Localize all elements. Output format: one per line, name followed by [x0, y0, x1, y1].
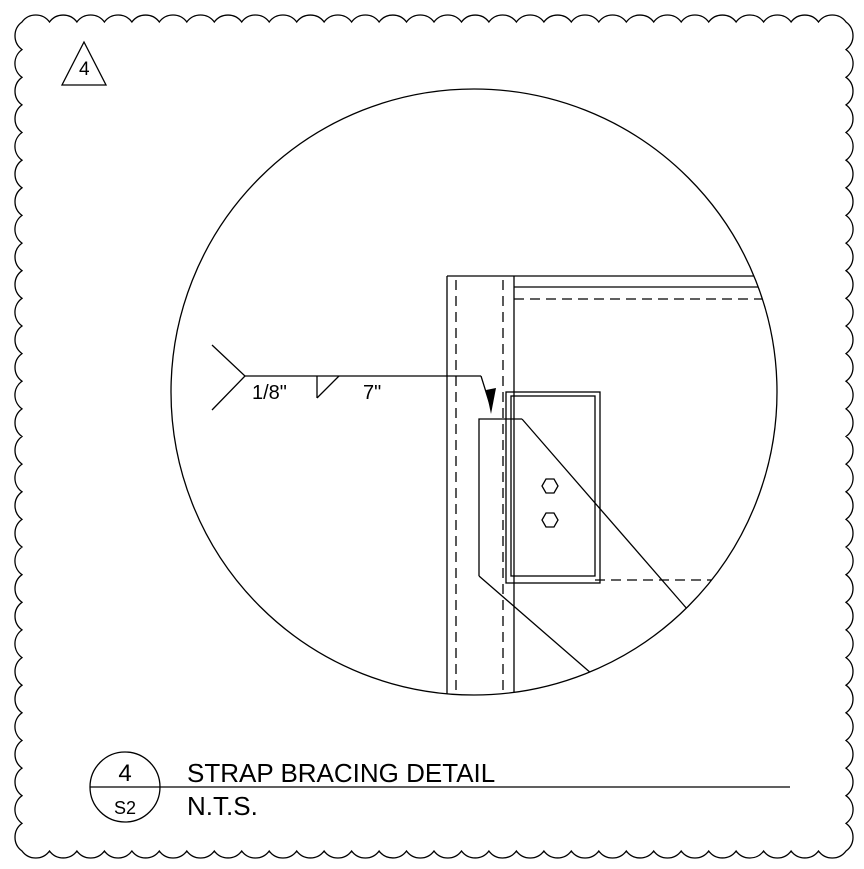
detail-number: 4	[118, 760, 131, 787]
weld-length: 7"	[363, 382, 381, 404]
bolt-hex-icon	[541, 512, 559, 528]
weld-size: 1/8"	[252, 382, 287, 404]
scale-note: N.T.S.	[187, 791, 258, 821]
framing-detail	[446, 275, 777, 695]
bolt-hex-icon	[541, 478, 559, 494]
strap	[478, 418, 689, 675]
detail-circle	[170, 88, 778, 696]
revision-number: 4	[79, 59, 90, 80]
detail-title: STRAP BRACING DETAIL	[187, 758, 495, 788]
revision-triangle: 4	[60, 40, 108, 86]
sheet-number: S2	[114, 798, 136, 818]
arrowhead-icon	[486, 388, 496, 414]
column	[446, 275, 515, 695]
top-beam	[514, 275, 777, 300]
title-block: 4 S2 STRAP BRACING DETAIL N.T.S.	[89, 751, 790, 823]
gusset-plate	[505, 391, 740, 584]
revision-cloud-border	[14, 14, 854, 859]
weld-symbol: 1/8" 7"	[211, 344, 496, 414]
